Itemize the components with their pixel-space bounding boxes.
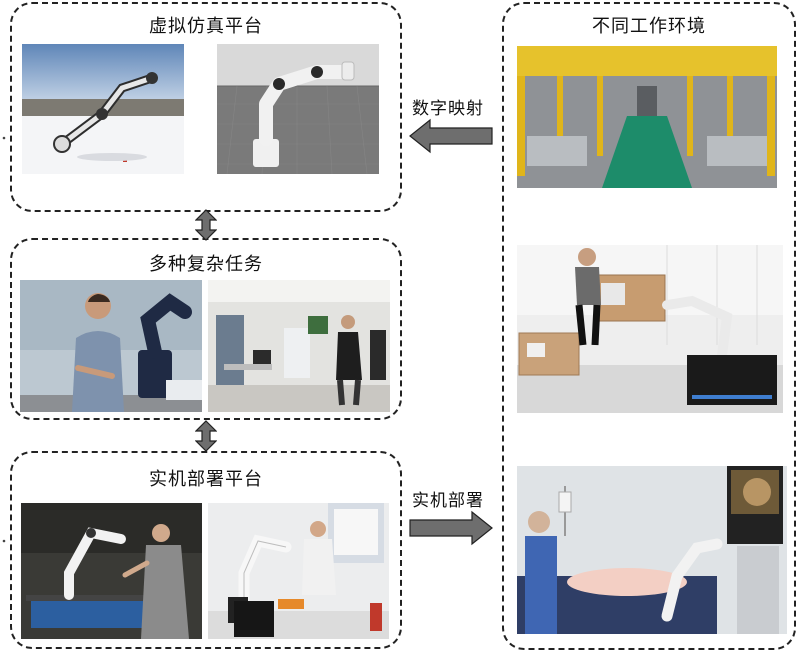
environments-title: 不同工作环境	[592, 16, 706, 37]
environments-panel: 不同工作环境	[502, 2, 796, 650]
task-photo-human-robot	[20, 280, 202, 412]
double-arrow-sim-tasks	[195, 209, 217, 241]
left-edge-marks	[2, 136, 6, 543]
real-deployment-label: 实机部署	[412, 491, 484, 511]
digital-mapping-label: 数字映射	[412, 99, 484, 119]
double-arrow-tasks-deploy	[195, 420, 217, 452]
right-arrow-icon	[409, 510, 493, 546]
sim-scene-photo-1	[22, 44, 184, 174]
sim-scene-photo-2	[217, 44, 379, 174]
env-photo-medical	[517, 466, 787, 634]
left-arrow-icon	[409, 118, 493, 154]
real-deploy-title: 实机部署平台	[149, 469, 263, 490]
env-photo-logistics	[517, 245, 783, 413]
deploy-photo-lab	[208, 503, 389, 639]
task-photo-lab-operator	[208, 280, 390, 412]
virtual-sim-title: 虚拟仿真平台	[149, 16, 263, 37]
env-photo-factory	[517, 46, 777, 188]
real-deploy-panel: 实机部署平台	[10, 451, 402, 649]
deploy-photo-welding	[21, 503, 202, 639]
complex-tasks-title: 多种复杂任务	[149, 254, 263, 275]
